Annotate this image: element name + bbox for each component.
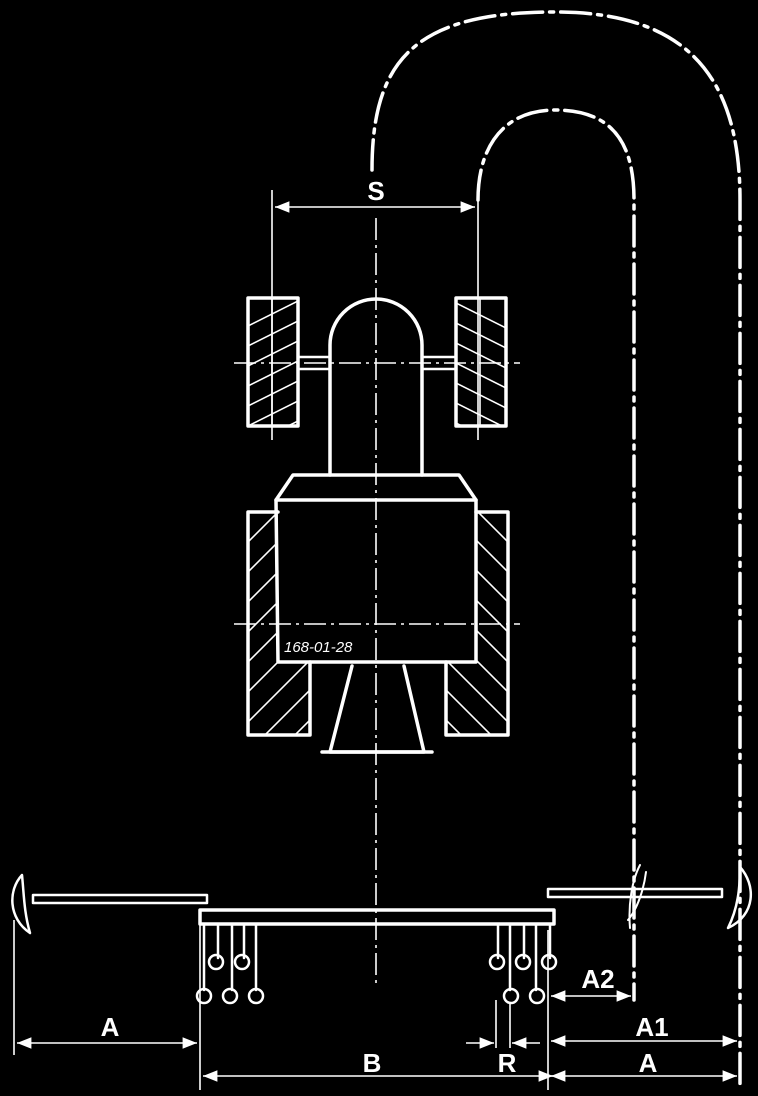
label-s: S xyxy=(367,176,384,206)
arm-left xyxy=(31,893,209,905)
dimension-s: S xyxy=(271,176,479,440)
label-r: R xyxy=(498,1048,517,1078)
disc-left-icon xyxy=(11,873,32,935)
dimension-a-left: A xyxy=(16,1012,197,1049)
dimension-a2: A2 xyxy=(551,964,631,1002)
tines-left xyxy=(195,922,265,1005)
tractor-hood xyxy=(328,297,424,477)
disc-right-icon xyxy=(726,865,753,930)
turning-path-outer xyxy=(370,10,742,1092)
arm-right xyxy=(546,887,724,899)
drawing-code: 168-01-28 xyxy=(284,639,353,656)
label-a2: A2 xyxy=(581,964,614,994)
tines-right xyxy=(488,922,558,1005)
implement-frame xyxy=(198,908,556,926)
label-a-right: A xyxy=(639,1048,658,1078)
rear-wheel-right xyxy=(444,510,510,737)
rear-wheel-left xyxy=(246,510,312,737)
dimension-a1: A1 xyxy=(551,1012,737,1047)
dimension-a-right: A xyxy=(551,1048,737,1082)
turning-path-inner xyxy=(476,108,636,1002)
dimension-b: B xyxy=(203,1048,553,1082)
front-wheel-right xyxy=(454,296,508,428)
implement xyxy=(11,864,753,1005)
extension-lines xyxy=(13,920,549,1090)
label-a-left: A xyxy=(101,1012,120,1042)
label-a1: A1 xyxy=(635,1012,668,1042)
label-b: B xyxy=(363,1048,382,1078)
tractor: 168-01-28 xyxy=(234,296,520,754)
front-wheel-left xyxy=(246,296,300,428)
rear-hitch xyxy=(328,664,426,754)
dimension-r: R xyxy=(466,1037,540,1078)
